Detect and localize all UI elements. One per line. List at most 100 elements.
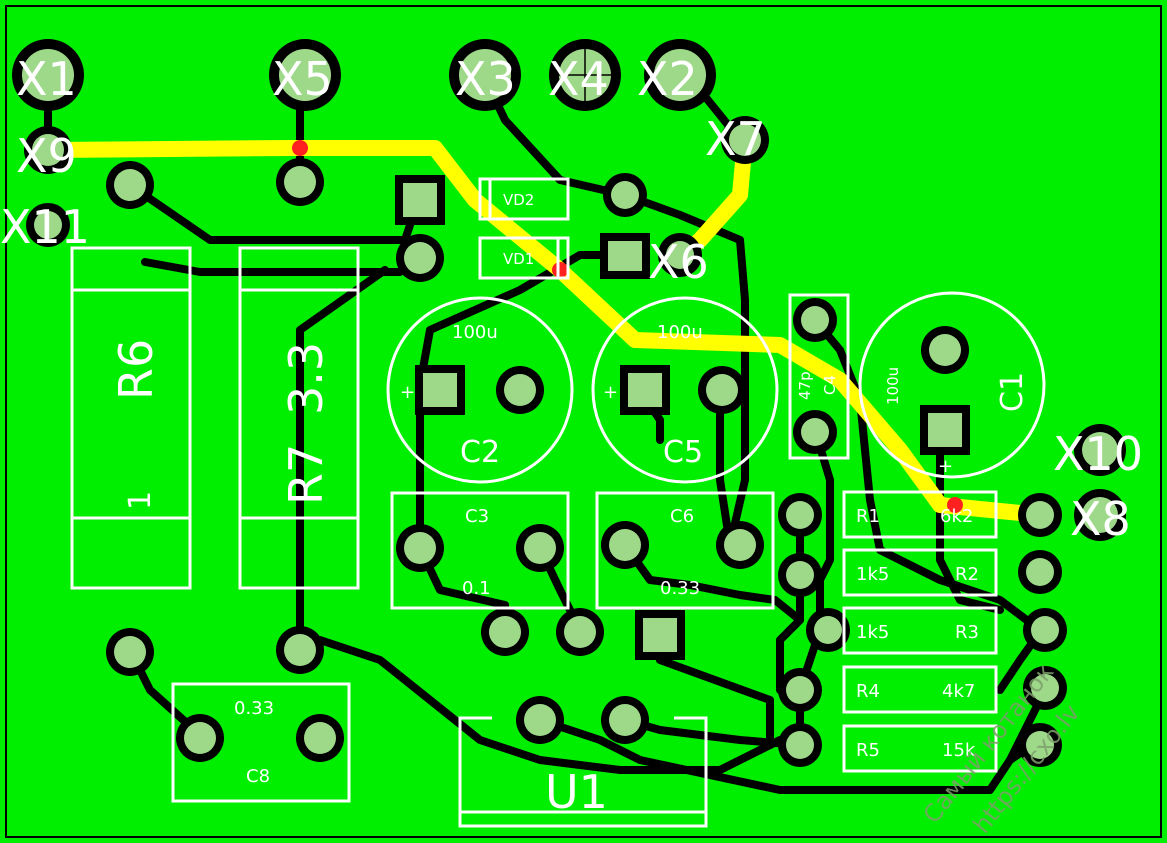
r7-ref: R7 <box>279 444 333 505</box>
label-x9: X9 <box>16 129 77 183</box>
r6-value: 1 <box>123 491 158 510</box>
c8-outline <box>171 682 351 803</box>
label-x1: X1 <box>16 52 77 106</box>
label-x7: X7 <box>705 112 766 166</box>
vd2-outline <box>478 177 570 221</box>
pad-mid-2 <box>556 608 604 656</box>
c3-outline <box>390 491 570 610</box>
r5-outline <box>842 724 998 773</box>
pad-c2-plus <box>415 365 465 415</box>
pad-x1 <box>12 39 84 111</box>
pad-c6-right <box>716 521 764 569</box>
c2-value: 100u <box>452 322 498 343</box>
pad-vd2-right <box>603 173 647 217</box>
c5-outline <box>591 296 779 484</box>
pad-x6 <box>658 233 702 277</box>
pad-mid-1 <box>481 608 529 656</box>
label-x4: X4 <box>548 52 609 106</box>
r4-value: 4k7 <box>942 681 975 702</box>
c4-ref: C4 <box>821 375 839 395</box>
c5-ref: C5 <box>663 435 703 470</box>
pad-c3-left <box>396 524 444 572</box>
via-x5-top <box>292 140 308 156</box>
c3-value: 0.1 <box>462 578 491 599</box>
pad-r2-right <box>1018 550 1062 594</box>
r7-value: 3.3 <box>279 342 333 415</box>
r7-outline <box>238 246 360 590</box>
pad-r5-left <box>778 723 822 767</box>
pads <box>12 39 1126 767</box>
c1-outline <box>858 291 1046 479</box>
r3-ref: R3 <box>955 622 979 643</box>
r1-outline <box>842 490 998 539</box>
r4-outline <box>842 665 998 714</box>
c4-value: 47p <box>796 371 814 400</box>
component-labels: R6 1 R7 3.3 VD2 VD1 100u + C2 100u + C5 … <box>109 191 1030 819</box>
r3-outline <box>842 606 998 655</box>
pad-r3-left <box>806 608 850 652</box>
pad-x7 <box>721 116 769 164</box>
pad-x11 <box>26 203 70 247</box>
pad-x9 <box>24 126 72 174</box>
label-x8: X8 <box>1070 492 1131 546</box>
r4-ref: R4 <box>856 681 880 702</box>
pad-c5-minus <box>698 366 746 414</box>
r1-value: 6k2 <box>940 506 973 527</box>
c5-value: 100u <box>657 322 703 343</box>
pad-r5-right <box>1018 723 1062 767</box>
pad-round-2 <box>396 234 444 282</box>
vd1-outline <box>478 236 570 280</box>
label-x10: X10 <box>1053 427 1143 481</box>
pad-u1-right <box>601 696 649 744</box>
label-x6: X6 <box>648 235 709 289</box>
c1-value: 100u <box>884 367 902 405</box>
pad-c1-plus <box>920 405 970 455</box>
board-outline <box>5 5 1162 838</box>
pad-c1-minus <box>921 326 969 374</box>
label-x11: X11 <box>0 200 90 254</box>
r2-outline <box>842 548 998 597</box>
pad-vd1-right <box>600 233 650 279</box>
pad-c3-right <box>516 524 564 572</box>
pad-x2 <box>644 39 716 111</box>
pad-x10 <box>1074 424 1126 476</box>
pad-c5-plus <box>620 365 670 415</box>
vd2-ref: VD2 <box>503 191 534 209</box>
pad-r4-right <box>1023 666 1067 710</box>
c3-ref: C3 <box>465 506 489 527</box>
pad-r6-top <box>106 161 154 209</box>
c1-plus: + <box>938 456 953 477</box>
r2-ref: R2 <box>955 564 979 585</box>
pad-r1-left <box>778 493 822 537</box>
pad-c6-left <box>601 521 649 569</box>
pad-r6-bottom <box>106 628 154 676</box>
pad-r2-left <box>778 553 822 597</box>
pad-c2-minus <box>496 366 544 414</box>
c6-value: 0.33 <box>660 578 700 599</box>
c2-plus: + <box>400 382 415 403</box>
pad-c8-left <box>176 714 224 762</box>
pad-x5 <box>269 39 341 111</box>
r2-value: 1k5 <box>856 564 889 585</box>
label-x5: X5 <box>272 52 333 106</box>
c8-ref: C8 <box>246 766 270 787</box>
silkscreen-outlines <box>70 177 1046 828</box>
c2-ref: C2 <box>460 435 500 470</box>
r1-ref: R1 <box>856 506 880 527</box>
vd1-ref: VD1 <box>503 250 534 268</box>
pad-u1-left <box>516 696 564 744</box>
r6-ref: R6 <box>109 339 163 400</box>
pad-c4-top <box>793 298 837 342</box>
u1-ref: U1 <box>545 765 608 819</box>
c5-plus: + <box>603 382 618 403</box>
pad-square-1 <box>395 175 445 225</box>
c6-ref: C6 <box>670 506 694 527</box>
r5-ref: R5 <box>856 740 880 761</box>
c1-ref: C1 <box>995 372 1030 412</box>
pad-r4-left <box>778 668 822 712</box>
pad-r7-top <box>276 158 324 206</box>
c8-value: 0.33 <box>234 698 274 719</box>
pad-r3-right <box>1023 608 1067 652</box>
